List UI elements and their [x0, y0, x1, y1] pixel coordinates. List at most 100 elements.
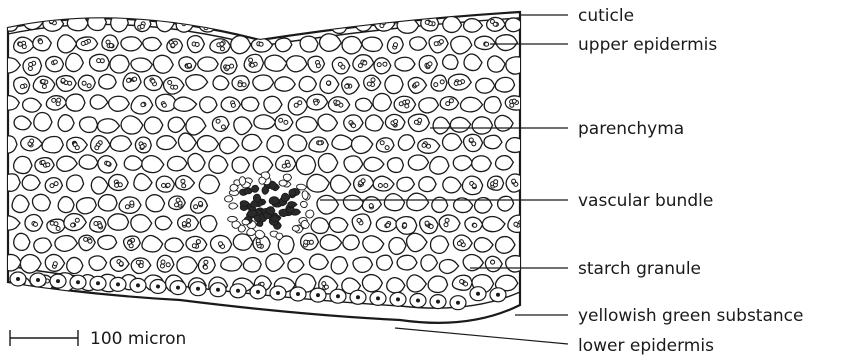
parenchyma-cell	[472, 156, 492, 172]
parenchyma-cell	[108, 214, 129, 230]
parenchyma-cell	[131, 58, 152, 72]
parenchyma-cell	[1, 174, 20, 191]
label-cuticle: cuticle	[578, 6, 634, 26]
parenchyma-cell	[34, 112, 52, 130]
label-starch-granule: starch granule	[578, 259, 701, 279]
parenchyma-cell	[419, 177, 436, 192]
parenchyma-cell	[506, 138, 525, 153]
starch-granule-dots	[97, 59, 105, 63]
starch-granule-dots	[402, 223, 407, 229]
parenchyma-cell	[165, 238, 184, 252]
vascular-cell	[266, 207, 275, 215]
vascular-cell	[262, 186, 269, 194]
parenchyma-cell	[410, 37, 427, 50]
yellowish-green-substance-dot	[76, 280, 80, 284]
parenchyma-cell	[198, 57, 219, 71]
parenchyma-cell	[496, 156, 514, 170]
starch-granule-dots	[182, 21, 187, 26]
parenchyma-cell	[32, 194, 50, 211]
vascular-cell	[302, 191, 308, 199]
parenchyma-cell	[199, 175, 219, 194]
vascular-cell	[240, 201, 249, 207]
parenchyma-cell	[267, 136, 284, 153]
yellowish-green-substance-dot	[496, 293, 500, 297]
parenchyma-cell	[98, 195, 117, 211]
starch-granule-dots	[369, 204, 373, 209]
parenchyma-cell	[79, 155, 98, 169]
label-yellowish-green-substance: yellowish green substance	[578, 306, 803, 326]
starch-granule-dots	[327, 81, 331, 86]
parenchyma-cell	[331, 257, 348, 274]
parenchyma-cell	[67, 257, 83, 273]
parenchyma-cell	[287, 15, 307, 32]
parenchyma-cell	[0, 136, 17, 153]
parenchyma-cell	[330, 17, 347, 34]
parenchyma-cell	[495, 77, 514, 92]
yellowish-green-substance-dot	[336, 294, 340, 298]
parenchyma-cell	[232, 157, 249, 173]
vascular-cell	[244, 188, 252, 194]
parenchyma-cell	[430, 157, 449, 175]
parenchyma-cell	[110, 55, 129, 73]
yellowish-green-substance-dot	[196, 287, 200, 291]
parenchyma-cell	[98, 235, 117, 249]
starch-granule-dots	[38, 39, 43, 44]
starch-granule-dots	[393, 43, 398, 49]
yellowish-green-substance-dot	[376, 296, 380, 300]
parenchyma-cell	[58, 197, 74, 213]
leader-lower-epidermis	[395, 328, 568, 344]
parenchyma-cell	[212, 117, 229, 132]
parenchyma-cell	[300, 36, 318, 52]
parenchyma-cell	[299, 76, 316, 91]
label-lower-epidermis: lower epidermis	[578, 336, 714, 356]
vascular-cell	[289, 189, 296, 196]
yellowish-green-substance-dot	[176, 286, 180, 290]
yellowish-green-substance-dot	[316, 293, 320, 297]
yellowish-green-substance-dot	[416, 299, 420, 303]
parenchyma-cell	[374, 58, 391, 74]
parenchyma-cell	[243, 258, 261, 272]
parenchyma-cell	[78, 75, 95, 91]
vascular-cell	[300, 201, 307, 207]
yellowish-green-substance-dot	[216, 288, 220, 292]
yellowish-green-substance-dot	[456, 301, 460, 305]
yellowish-green-substance-dot	[116, 282, 120, 286]
parenchyma-cell	[506, 57, 525, 74]
parenchyma-cell	[377, 255, 393, 270]
parenchyma-cell	[111, 14, 129, 32]
starch-granule-dots	[317, 141, 324, 145]
vascular-cell	[279, 180, 287, 186]
parenchyma-cell	[385, 75, 403, 93]
yellowish-green-substance-dot	[36, 278, 40, 282]
parenchyma-cell	[309, 16, 328, 30]
parenchyma-cell	[89, 256, 107, 271]
yellowish-green-substance-dot	[136, 283, 140, 287]
parenchyma-cell	[242, 97, 259, 111]
parenchyma-cell	[42, 136, 63, 152]
parenchyma-cell	[58, 115, 74, 132]
yellowish-green-substance-dot	[296, 292, 300, 296]
vascular-cell	[270, 216, 280, 222]
parenchyma-cell	[14, 156, 32, 173]
vascular-cell	[286, 207, 294, 212]
vascular-cell	[288, 202, 297, 207]
parenchyma-cell	[311, 218, 329, 234]
vascular-cell	[292, 226, 299, 232]
starch-granule-dots	[491, 260, 495, 264]
yellowish-green-substance-dot	[56, 279, 60, 283]
starch-granule-dots	[52, 262, 57, 269]
starch-granule-dots	[141, 102, 146, 106]
parenchyma-cell	[373, 93, 392, 111]
scale-bar	[10, 330, 78, 346]
parenchyma-cell	[155, 216, 172, 230]
label-parenchyma: parenchyma	[578, 119, 684, 139]
vascular-cell	[228, 216, 238, 221]
parenchyma-cell	[376, 138, 394, 152]
starch-granule-dots	[162, 183, 171, 188]
parenchyma-cell	[22, 175, 40, 190]
parenchyma-cell	[264, 16, 285, 34]
vascular-cell	[306, 210, 314, 218]
parenchyma-cell	[157, 255, 174, 272]
